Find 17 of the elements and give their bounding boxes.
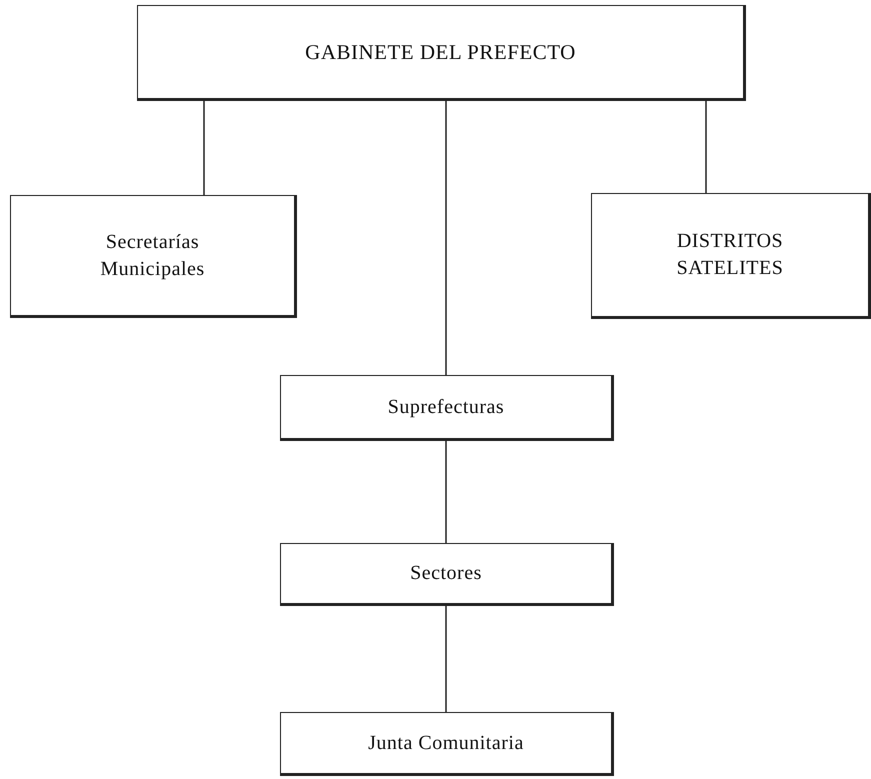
org-box: [10, 195, 297, 318]
org-box: [280, 543, 614, 606]
org-box: [137, 5, 746, 101]
org-box: [280, 712, 614, 776]
box-label: Sectores: [410, 561, 482, 586]
org-box: [591, 193, 871, 319]
connector-line: [445, 606, 447, 712]
connector-line: [445, 101, 447, 375]
connector-line: [445, 441, 447, 543]
connector-line: [203, 101, 205, 195]
box-label: DISTRITOS SATELITES: [676, 229, 784, 281]
connector-line: [705, 101, 707, 193]
box-label: GABINETE DEL PREFECTO: [305, 38, 576, 66]
box-label: Junta Comunitaria: [368, 730, 524, 756]
org-box: [280, 375, 614, 441]
box-label: Secretarías Municipales: [99, 230, 206, 282]
box-label: Suprefecturas: [388, 394, 504, 420]
